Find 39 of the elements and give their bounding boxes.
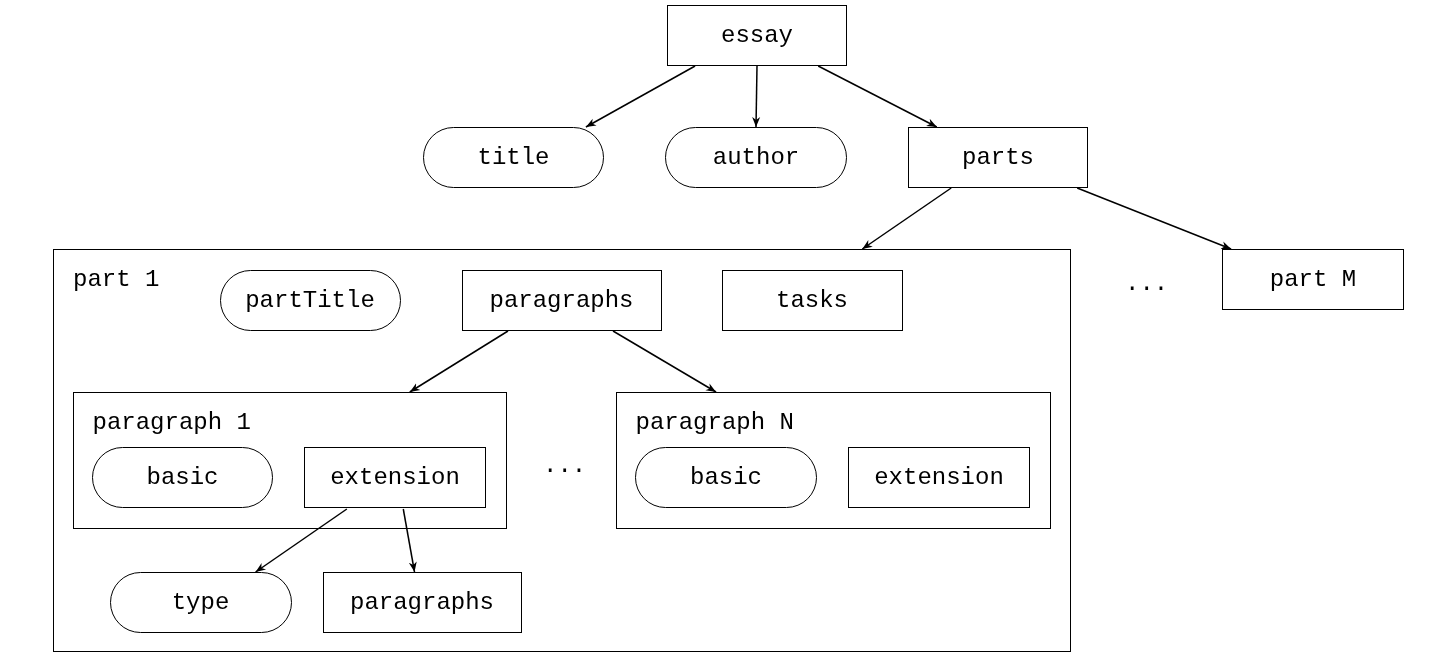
group-box: [615, 391, 1051, 529]
node-label: essay: [721, 22, 793, 49]
process-box: [1222, 249, 1404, 310]
process-box: [667, 5, 847, 66]
node-label: parts: [962, 144, 1034, 171]
node-label: tasks: [776, 286, 848, 314]
group-heading: part 1: [73, 266, 160, 293]
ellipsis-text: ...: [543, 452, 587, 479]
arrow: [752, 65, 761, 128]
group-heading: paragraph N: [635, 408, 794, 436]
process-box: [461, 269, 662, 331]
node-label: author: [712, 144, 800, 171]
arrow: [402, 508, 417, 573]
node-label: part M: [1269, 266, 1357, 293]
arrow: [1076, 187, 1232, 250]
node-label: title: [477, 144, 550, 171]
process-box: [908, 127, 1088, 188]
arrow: [861, 187, 952, 250]
node-label: partTitle: [245, 286, 375, 314]
arrow: [254, 508, 348, 573]
process-box: [304, 447, 486, 508]
group-box: [72, 391, 507, 529]
process-box: [322, 571, 522, 633]
arrow: [817, 65, 938, 128]
process-box: [848, 447, 1030, 508]
node-label: basic: [690, 464, 762, 491]
group-heading: paragraph 1: [92, 408, 251, 436]
arrow: [612, 330, 717, 393]
node-label: paragraphs: [489, 286, 634, 314]
arrow: [409, 330, 509, 393]
group-box: [53, 249, 1071, 652]
node-label: extension: [874, 464, 1004, 491]
node-label: paragraphs: [350, 588, 494, 616]
node-label: extension: [330, 464, 460, 491]
node-label: type: [171, 588, 230, 616]
process-box: [721, 269, 903, 331]
ellipsis-text: ...: [1125, 270, 1169, 297]
arrow: [585, 65, 696, 128]
node-label: basic: [146, 464, 219, 491]
